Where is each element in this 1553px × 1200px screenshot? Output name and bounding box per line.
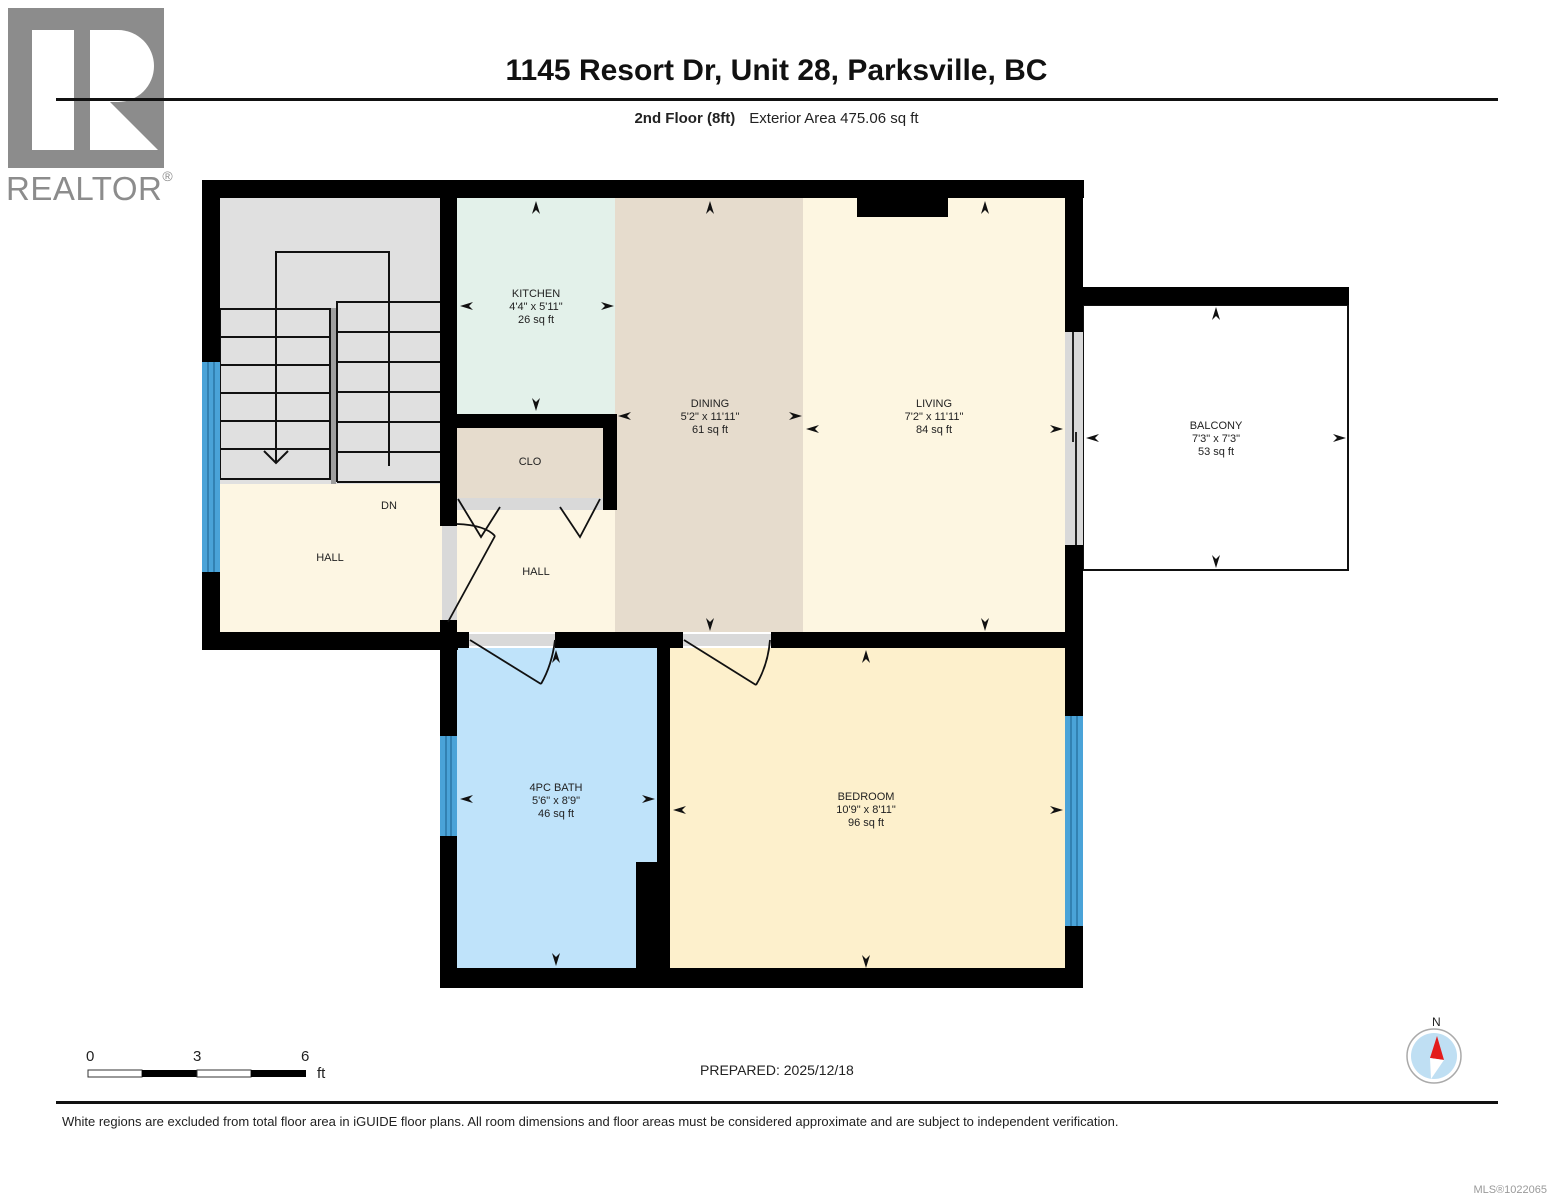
room-label-closet: CLO <box>519 456 542 469</box>
room-area: 46 sq ft <box>537 808 575 820</box>
closet-fill <box>457 428 603 498</box>
room-name: DINING <box>690 398 730 410</box>
room-area: 84 sq ft <box>915 424 953 436</box>
stairs-dn-text: DN <box>381 500 397 512</box>
compass-icon <box>1406 1028 1462 1084</box>
window-icons <box>202 362 1083 926</box>
room-label-bath: 4PC BATH 5'6" x 8'9" 46 sq ft <box>530 782 583 821</box>
realtor-logo <box>8 8 164 168</box>
kitchen-fill <box>457 198 615 414</box>
floor-subtitle: 2nd Floor (8ft) Exterior Area 475.06 sq f… <box>0 110 1553 127</box>
room-dims: 7'2" x 11'11" <box>904 411 964 423</box>
walls <box>202 180 1349 988</box>
room-name: BALCONY <box>1189 420 1243 432</box>
room-label-hall-right: HALL <box>522 566 550 579</box>
bedroom-fill <box>670 648 1065 970</box>
room-label-hall-left: HALL <box>316 552 344 565</box>
footer-divider <box>56 1101 1498 1104</box>
hall-left-fill <box>220 484 442 632</box>
room-area: 26 sq ft <box>517 314 555 326</box>
sliding-door-threshold <box>1065 332 1083 545</box>
scale-tick-3: 3 <box>193 1048 202 1065</box>
exterior-area: Exterior Area 475.06 sq ft <box>749 110 919 127</box>
scale-bar-graphic <box>87 1069 306 1078</box>
mls-number: MLS®1022065 <box>1473 1184 1547 1196</box>
dining-fill <box>615 198 803 632</box>
stairs-icon <box>219 251 440 484</box>
compass-north-label: N <box>1432 1015 1441 1029</box>
room-dims: 10'9" x 8'11" <box>836 804 896 816</box>
room-dims: 7'3" x 7'3" <box>1191 433 1241 445</box>
registered-mark: ® <box>162 168 174 184</box>
living-fill <box>803 198 1065 632</box>
title-divider <box>56 98 1498 101</box>
stairs-down-label: DN <box>381 500 397 513</box>
scale-tick-0: 0 <box>86 1048 95 1065</box>
room-name: LIVING <box>915 398 953 410</box>
closet-threshold <box>457 498 603 510</box>
room-label-balcony: BALCONY 7'3" x 7'3" 53 sq ft <box>1190 420 1243 459</box>
room-name: BEDROOM <box>837 791 895 803</box>
bath-fill <box>457 648 657 968</box>
room-area: 96 sq ft <box>847 817 885 829</box>
room-name: HALL <box>316 552 344 564</box>
room-label-kitchen: KITCHEN 4'4" x 5'11" 26 sq ft <box>509 288 562 327</box>
room-name: HALL <box>522 566 550 578</box>
realtor-wordmark-text: REALTOR <box>6 170 163 207</box>
hall-right-fill <box>455 510 615 632</box>
room-label-living: LIVING 7'2" x 11'11" 84 sq ft <box>905 398 964 437</box>
room-dims: 5'2" x 11'11" <box>680 411 740 423</box>
disclaimer-text: White regions are excluded from total fl… <box>62 1114 1119 1129</box>
room-area: 53 sq ft <box>1197 446 1235 458</box>
room-name: 4PC BATH <box>529 782 583 794</box>
prepared-date: PREPARED: 2025/12/18 <box>700 1062 854 1078</box>
room-name: CLO <box>518 456 542 468</box>
bedroom-door-threshold <box>683 634 771 646</box>
bath-door-threshold <box>469 634 555 646</box>
page-title: 1145 Resort Dr, Unit 28, Parksville, BC <box>505 54 1048 87</box>
room-name: KITCHEN <box>511 288 561 300</box>
realtor-r-icon <box>32 30 158 150</box>
room-label-dining: DINING 5'2" x 11'11" 61 sq ft <box>681 398 740 437</box>
room-dims: 5'6" x 8'9" <box>531 795 581 807</box>
room-area: 61 sq ft <box>691 424 729 436</box>
scale-unit: ft <box>317 1065 326 1082</box>
door-swings <box>447 332 1077 686</box>
floor-name: 2nd Floor (8ft) <box>634 110 736 127</box>
realtor-wordmark: REALTOR® <box>6 168 174 208</box>
scale-tick-6: 6 <box>301 1048 310 1065</box>
room-label-bedroom: BEDROOM 10'9" x 8'11" 96 sq ft <box>836 791 896 830</box>
balcony-fill <box>1082 304 1349 571</box>
hall-door-threshold <box>442 524 457 622</box>
dimension-arrows <box>460 201 1346 968</box>
room-dims: 4'4" x 5'11" <box>509 301 563 313</box>
